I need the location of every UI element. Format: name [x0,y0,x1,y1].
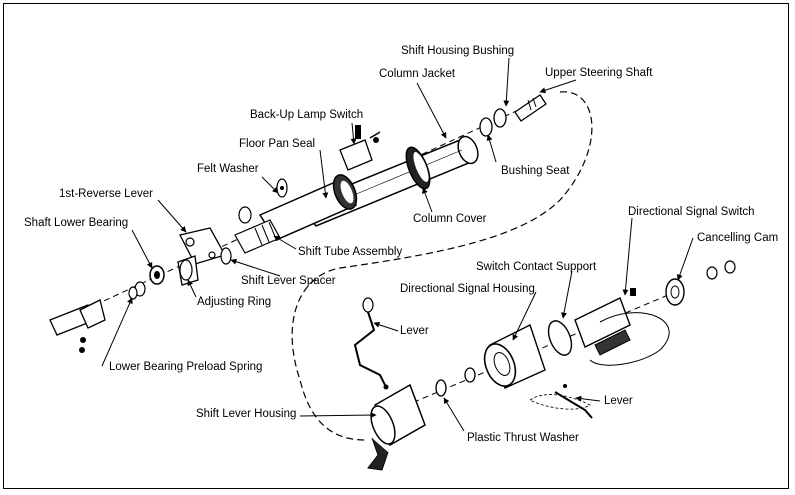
shift-lever-spacer-part [220,247,232,265]
label-shift-tube-assembly: Shift Tube Assembly [298,246,403,258]
plastic-thrust-washer-part [435,379,447,397]
adjusting-ring-part [177,255,199,286]
label-column-jacket: Column Jacket [379,68,456,80]
lower-shaft-yoke-part [49,299,106,353]
felt-washer-part [238,178,288,224]
label-felt-washer: Felt Washer [197,163,259,175]
label-switch-contact-support: Switch Contact Support [476,261,597,273]
label-cancelling-cam: Cancelling Cam [697,232,779,244]
label-first-reverse-lever: 1st-Reverse Lever [59,188,153,200]
label-directional-signal-switch: Directional Signal Switch [628,206,755,218]
label-shift-lever-housing: Shift Lever Housing [196,408,297,420]
assembly-path-dashed [291,91,593,441]
label-shaft-lower-bearing: Shaft Lower Bearing [24,217,129,229]
back-up-lamp-switch-part [339,125,381,171]
label-adjusting-ring: Adjusting Ring [197,296,272,308]
label-plastic-thrust-washer: Plastic Thrust Washer [467,432,579,444]
directional-signal-switch-part [547,288,670,366]
upper-steering-shaft-part [514,94,547,122]
leader-lines [101,57,694,432]
label-shift-lever-spacer: Shift Lever Spacer [241,275,336,287]
label-upper-steering-shaft: Upper Steering Shaft [545,67,653,79]
label-column-cover: Column Cover [413,213,487,225]
shift-housing-bushing-part [493,108,507,128]
label-back-up-lamp-switch: Back-Up Lamp Switch [250,109,364,121]
lever-small-lower-part [529,384,593,419]
label-floor-pan-seal: Floor Pan Seal [239,138,316,150]
label-directional-signal-housing: Directional Signal Housing [400,283,535,295]
shaft-lower-bearing-part [149,265,165,285]
shift-tube-assembly-part [234,174,358,254]
label-bushing-seat: Bushing Seat [501,165,570,177]
label-lower-bearing-preload-spring: Lower Bearing Preload Spring [109,361,263,373]
label-lever-upper: Lever [400,325,429,337]
bushing-seat-part [479,117,493,137]
label-lever-lower: Lever [604,395,633,407]
directional-signal-housing-part [483,324,546,389]
shift-lever-housing-part [367,383,426,471]
cancelling-cam-part [665,260,736,306]
label-shift-housing-bushing: Shift Housing Bushing [401,45,515,57]
lever-wire-upper-part [353,297,389,390]
thrust-ring-part [464,367,476,383]
preload-spring-part [128,281,146,300]
